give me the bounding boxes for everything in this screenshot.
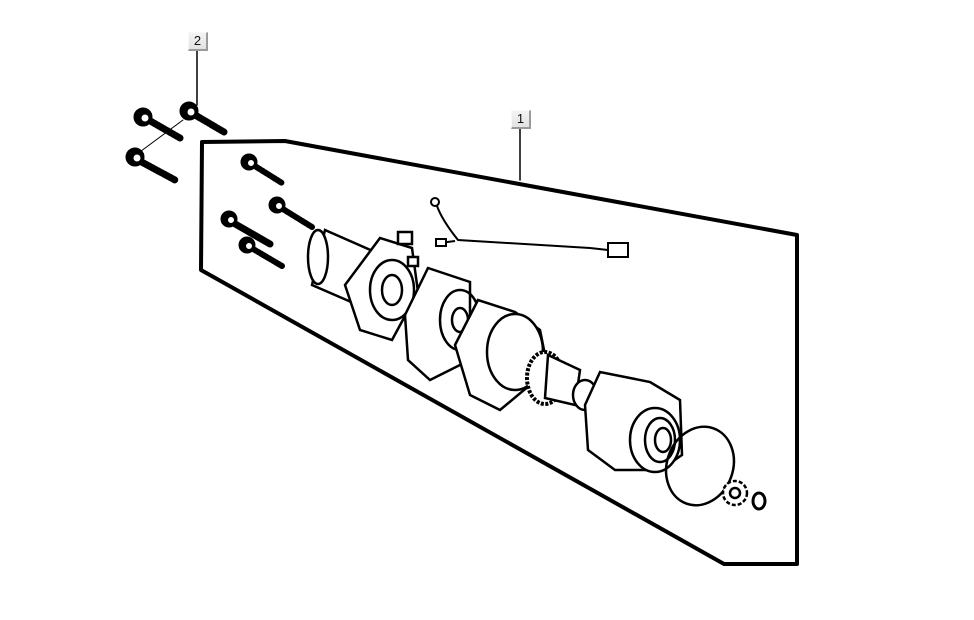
armature-gear[interactable]: [525, 350, 599, 412]
bolt-group-inner[interactable]: [220, 153, 315, 269]
wire-harness[interactable]: [430, 197, 629, 258]
bolt-icon: [220, 210, 274, 248]
washer[interactable]: [751, 491, 767, 511]
o-ring[interactable]: [655, 417, 744, 515]
bolt-icon: [268, 196, 315, 230]
callout-label-2[interactable]: 2: [188, 32, 208, 51]
bolt-icon: [238, 236, 285, 269]
bolt-icon[interactable]: [125, 147, 179, 184]
front-cover-flange[interactable]: [343, 230, 420, 342]
bolt-icon: [240, 153, 285, 186]
rear-cover[interactable]: [583, 370, 684, 474]
bolt-icon[interactable]: [133, 107, 184, 142]
assembly-boundary: [199, 139, 799, 566]
bolt-icon[interactable]: [179, 101, 228, 136]
bolt-group-2[interactable]: [125, 101, 228, 184]
pinion-gear[interactable]: [721, 479, 749, 507]
callout-label-1[interactable]: 1: [511, 110, 531, 129]
